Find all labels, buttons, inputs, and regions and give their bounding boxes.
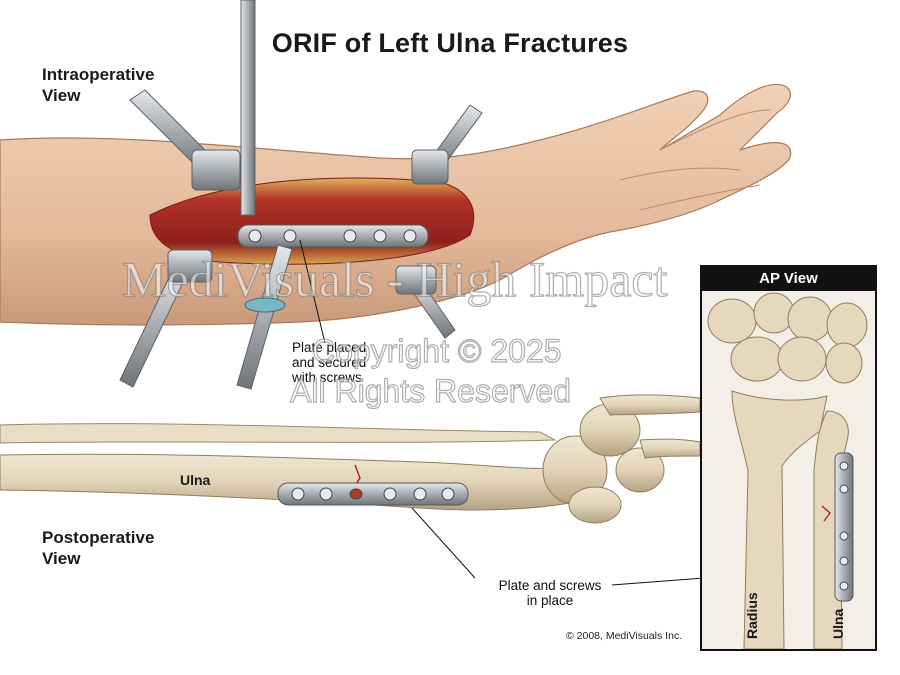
plate-in-place-line1: Plate and screws	[498, 578, 602, 593]
postoperative-line2: View	[42, 549, 81, 568]
plate-in-place-callout: Plate and screws in place	[486, 578, 614, 608]
ulna-inset-label: Ulna	[830, 608, 846, 639]
intraop-screws	[248, 229, 417, 243]
ap-view-illustration	[707, 292, 868, 649]
plate-secured-line2: and secured	[292, 355, 367, 370]
plate-secured-line1: Plate placed	[292, 340, 367, 355]
plate-secured-callout: Plate placed and secured with screws	[292, 340, 366, 385]
plate-in-place-line2: in place	[526, 593, 574, 608]
postoperative-ulna	[0, 394, 701, 524]
ulna-label: Ulna	[180, 472, 211, 488]
surgical-instruments	[119, 0, 483, 390]
intraoperative-line1: Intraoperative	[42, 65, 155, 84]
radius-label: Radius	[744, 592, 760, 639]
page-title: ORIF of Left Ulna Fractures	[271, 28, 629, 58]
intraoperative-view-label: Intraoperative View	[42, 64, 154, 106]
ap-view-inset: AP View Radius Ulna	[700, 265, 877, 651]
intraoperative-arm	[0, 83, 792, 326]
intraoperative-line2: View	[42, 86, 81, 105]
copyright-notice: © 2008, MediVisuals Inc.	[566, 630, 683, 642]
postoperative-view-label: Postoperative View	[42, 527, 154, 569]
ap-view-header: AP View	[702, 267, 875, 291]
plate-secured-line3: with screws	[292, 370, 362, 385]
postoperative-line1: Postoperative	[42, 528, 155, 547]
